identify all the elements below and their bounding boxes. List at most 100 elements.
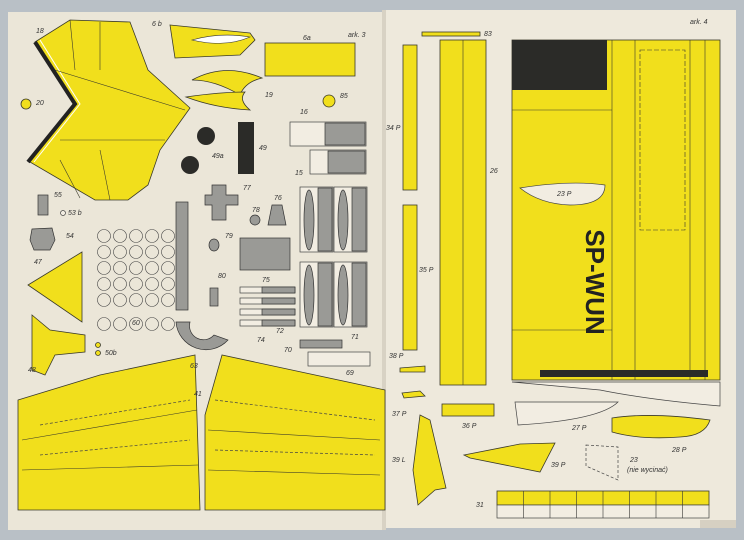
part-83 — [421, 31, 481, 37]
part-54 — [29, 227, 56, 251]
disc — [129, 245, 143, 259]
label-69: 69 — [346, 370, 354, 377]
label-71: 71 — [351, 334, 359, 341]
label-27p: 27 P — [571, 425, 587, 432]
disc — [145, 277, 159, 291]
part-27p — [514, 401, 619, 426]
part-55 — [37, 194, 49, 216]
label-54: 54 — [66, 233, 74, 240]
part-6a — [264, 42, 356, 77]
disc — [113, 229, 127, 243]
disc — [145, 317, 159, 331]
disc — [145, 293, 159, 307]
label-6b: 6 b — [152, 21, 162, 28]
disc — [113, 245, 127, 259]
disc — [161, 245, 175, 259]
disc — [145, 245, 159, 259]
disc — [129, 317, 143, 331]
part-80 — [209, 287, 219, 307]
label-50b: 50b — [105, 350, 117, 357]
disc — [97, 293, 111, 307]
part-63 — [175, 321, 229, 351]
disc — [129, 277, 143, 291]
label-79: 79 — [225, 233, 233, 240]
part-19a — [191, 70, 264, 96]
part-79 — [208, 238, 220, 252]
part-70 — [299, 339, 343, 349]
disc — [161, 277, 175, 291]
label-26: 26 — [489, 168, 498, 175]
disc — [129, 261, 143, 275]
label-72: 72 — [276, 328, 284, 335]
disc — [97, 317, 111, 331]
label-83: 83 — [484, 31, 492, 38]
sheet-title-ark4: ark. 4 — [690, 19, 708, 26]
part-23-outline — [585, 444, 619, 481]
label-55: 55 — [54, 192, 62, 199]
label-19: 19 — [265, 92, 273, 99]
label-37p: 37 P — [392, 411, 407, 418]
part-39l — [412, 414, 447, 506]
part-77 — [204, 184, 239, 221]
part-34p — [402, 44, 418, 191]
disc — [161, 261, 175, 275]
label-60: 60 — [132, 320, 140, 327]
part-labels: 18 20 6 b 6a 19 85 16 15 49 49a 77 76 78… — [28, 19, 708, 509]
label-80: 80 — [218, 273, 226, 280]
registration-text: SP-WUN — [580, 229, 610, 334]
disc — [161, 317, 175, 331]
part-39p — [462, 442, 556, 473]
label-39l: 39 L — [392, 457, 406, 464]
label-70: 70 — [284, 347, 292, 354]
spine — [382, 10, 386, 530]
label-49: 49 — [259, 145, 267, 152]
disc — [113, 277, 127, 291]
part-72 — [239, 286, 296, 327]
label-48: 48 — [28, 367, 36, 374]
label-34p: 34 P — [386, 125, 401, 132]
part-49 — [238, 122, 254, 174]
disc — [113, 293, 127, 307]
part-69 — [307, 351, 371, 367]
label-49a: 49a — [212, 153, 224, 160]
disc — [161, 293, 175, 307]
part-47 — [27, 251, 83, 323]
label-85: 85 — [340, 93, 348, 100]
label-47: 47 — [34, 259, 43, 266]
label-28p: 28 P — [671, 447, 687, 454]
label-31: 31 — [476, 502, 484, 509]
part-76 — [267, 204, 287, 226]
label-39p: 39 P — [551, 462, 566, 469]
part-ladder-strip — [175, 201, 189, 311]
part-53b — [60, 210, 66, 216]
part-19b — [184, 91, 252, 111]
part-85 — [322, 94, 336, 108]
label-6a: 6a — [303, 35, 311, 42]
label-35p: 35 P — [419, 267, 434, 274]
disc — [145, 229, 159, 243]
left-wing — [17, 354, 201, 511]
part-49a-disc — [197, 127, 215, 145]
label-78: 78 — [252, 207, 260, 214]
part-75 — [239, 237, 291, 271]
label-16: 16 — [300, 109, 308, 116]
part-37p — [401, 390, 426, 399]
disc — [97, 245, 111, 259]
part-71-propellers — [299, 186, 368, 328]
part-78 — [249, 214, 261, 226]
label-77: 77 — [243, 185, 252, 192]
part-28p — [611, 415, 711, 439]
disc — [113, 261, 127, 275]
label-do-not-cut: (nie wycinać) — [627, 467, 668, 474]
label-18: 18 — [36, 28, 44, 35]
label-75: 75 — [262, 277, 270, 284]
fuselage-panel — [511, 39, 721, 381]
disc — [97, 261, 111, 275]
label-23p: 23 P — [556, 191, 572, 198]
right-wing — [204, 354, 386, 511]
label-41: 41 — [194, 391, 202, 398]
sheet-title-ark3: ark. 3 — [348, 32, 366, 39]
disc — [97, 277, 111, 291]
label-23: 23 — [629, 457, 638, 464]
